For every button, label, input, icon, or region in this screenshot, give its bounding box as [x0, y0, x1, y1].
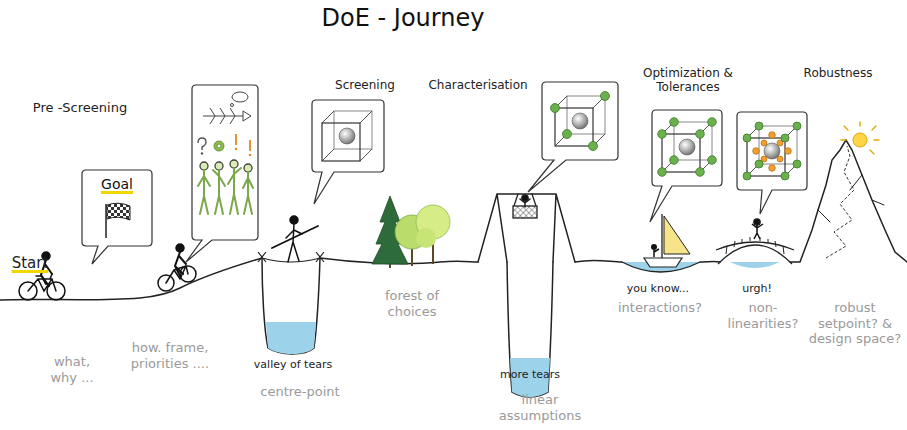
note-text: forest of choices — [376, 288, 448, 319]
speech-bubble: Goal — [82, 170, 152, 246]
rope-bridge — [258, 252, 324, 262]
place-label: urgh! — [727, 282, 787, 295]
note-text: how. frame, priorities .... — [110, 340, 230, 371]
mountain-trail — [826, 146, 854, 258]
robustness-bubble — [737, 112, 807, 214]
sun — [841, 122, 879, 154]
note-text: non-linearities? — [726, 300, 800, 331]
note-text: robust setpoint? & design space? — [805, 300, 905, 347]
water — [266, 262, 780, 397]
stage-label: Robustness — [788, 66, 888, 80]
bubble-shape — [82, 170, 152, 264]
stage-label: Optimization & Tolerances — [632, 66, 744, 95]
diagram-title: DoE - Journey — [253, 4, 553, 33]
cyclist-hill — [158, 244, 196, 291]
place-label: you know... — [613, 282, 703, 295]
stage-label: Screening — [320, 78, 410, 92]
note-text: what, why ... — [42, 354, 102, 385]
people-bubble — [186, 85, 258, 262]
bubble-text: Goal — [82, 176, 152, 192]
place-label: more tears — [485, 368, 575, 381]
sailboat — [644, 214, 690, 267]
stage-label: Characterisation — [418, 78, 538, 92]
screening-bubble — [312, 100, 384, 204]
arch-bridge — [716, 219, 794, 264]
forest-trees — [372, 196, 450, 268]
note-text: linear assumptions — [495, 392, 585, 423]
start-label: Start — [0, 254, 60, 272]
stage-label: Pre -Screening — [15, 100, 145, 116]
note-text: centre-point — [245, 384, 355, 400]
rope-walker — [272, 216, 318, 262]
goal-flag — [106, 203, 130, 238]
optimization-bubble — [650, 110, 722, 222]
place-label: valley of tears — [238, 358, 348, 371]
zipline — [497, 194, 556, 218]
characterisation-bubble — [528, 82, 618, 192]
note-text: interactions? — [605, 300, 715, 316]
